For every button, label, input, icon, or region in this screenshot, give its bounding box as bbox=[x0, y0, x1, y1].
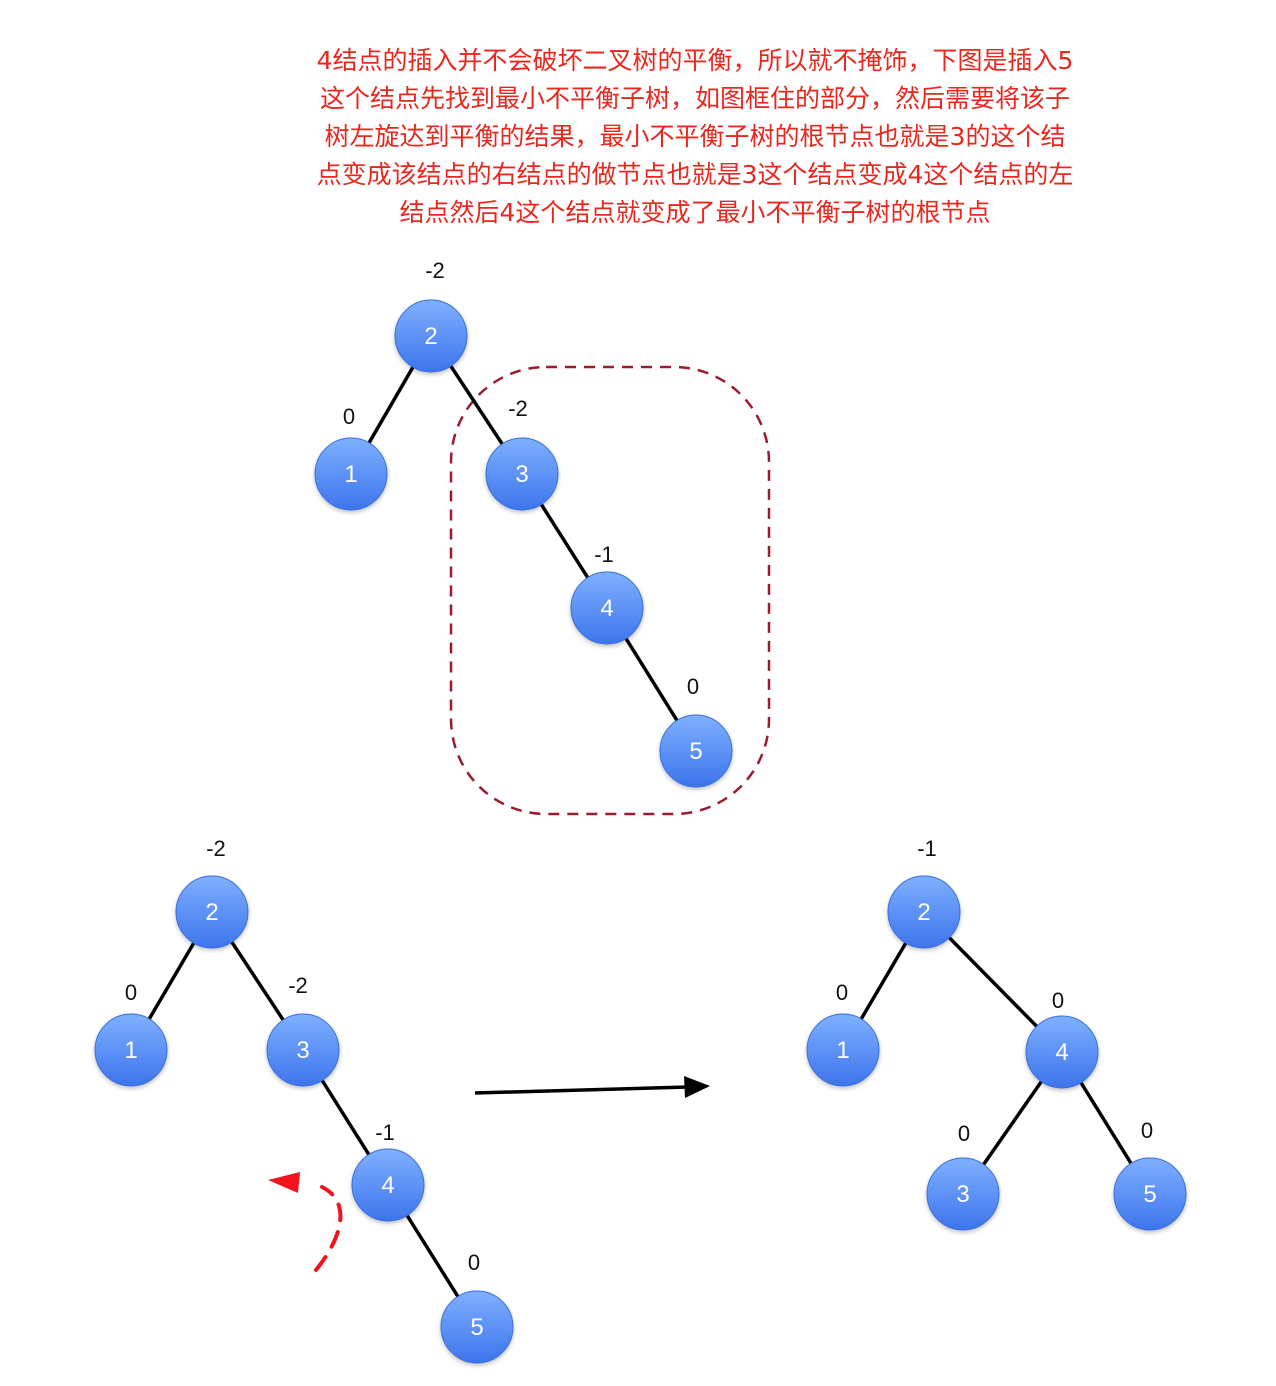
min-unbalanced-subtree-box bbox=[449, 365, 771, 816]
node-label-after-5: 5 bbox=[1143, 1181, 1156, 1208]
node-circle-after-4 bbox=[1025, 1015, 1099, 1089]
node-label-after-2: 2 bbox=[917, 899, 930, 926]
node-top-3: 3 bbox=[485, 437, 559, 511]
node-top-2: 2 bbox=[394, 299, 468, 373]
node-after-1: 1 bbox=[806, 1013, 880, 1087]
balance-factor-top-5: 0 bbox=[687, 674, 699, 699]
caption-line-4: 点变成该结点的右结点的做节点也就是3这个结点变成4这个结点的左 bbox=[316, 160, 1074, 189]
node-before-5: 5 bbox=[440, 1290, 514, 1364]
node-before-2: 2 bbox=[175, 875, 249, 949]
node-label-after-3: 3 bbox=[956, 1181, 969, 1208]
node-before-3: 3 bbox=[266, 1013, 340, 1087]
node-label-after-4: 4 bbox=[1055, 1039, 1068, 1066]
nodes-layer: 2 1 3 4 5 2 1 3 4 5 2 1 4 3 5 bbox=[94, 299, 1187, 1364]
node-label-top-5: 5 bbox=[689, 738, 702, 765]
node-circle-after-5 bbox=[1113, 1157, 1187, 1231]
node-circle-before-5 bbox=[440, 1290, 514, 1364]
caption: 4结点的插入并不会破坏二叉树的平衡，所以就不掩饰，下图是插入5 这个结点先找到最… bbox=[280, 42, 1110, 232]
node-label-before-1: 1 bbox=[124, 1037, 137, 1064]
node-circle-top-1 bbox=[314, 437, 388, 511]
node-label-top-1: 1 bbox=[344, 461, 357, 488]
node-after-4: 4 bbox=[1025, 1015, 1099, 1089]
node-label-before-4: 4 bbox=[381, 1172, 394, 1199]
node-circle-top-5 bbox=[659, 714, 733, 788]
balance-factor-top-3: -2 bbox=[508, 396, 528, 421]
node-top-4: 4 bbox=[570, 571, 644, 645]
node-before-4: 4 bbox=[351, 1148, 425, 1222]
node-top-5: 5 bbox=[659, 714, 733, 788]
node-after-5: 5 bbox=[1113, 1157, 1187, 1231]
caption-line-1: 4结点的插入并不会破坏二叉树的平衡，所以就不掩饰，下图是插入5 bbox=[316, 46, 1074, 75]
node-label-top-3: 3 bbox=[515, 461, 528, 488]
balance-factor-top-2: -2 bbox=[425, 258, 445, 283]
balance-factor-before-3: -2 bbox=[288, 973, 308, 998]
balance-factor-after-3: 0 bbox=[958, 1121, 970, 1146]
node-circle-before-3 bbox=[266, 1013, 340, 1087]
node-label-before-5: 5 bbox=[470, 1314, 483, 1341]
balance-factor-before-2: -2 bbox=[206, 836, 226, 861]
caption-line-2: 这个结点先找到最小不平衡子树，如图框住的部分，然后需要将该子 bbox=[319, 84, 1070, 113]
node-after-3: 3 bbox=[926, 1157, 1000, 1231]
balance-factor-top-4: -1 bbox=[594, 542, 614, 567]
balance-factor-before-5: 0 bbox=[468, 1250, 480, 1275]
node-circle-after-1 bbox=[806, 1013, 880, 1087]
balance-factor-top-1: 0 bbox=[343, 404, 355, 429]
node-circle-top-3 bbox=[485, 437, 559, 511]
node-circle-after-3 bbox=[926, 1157, 1000, 1231]
node-circle-before-4 bbox=[351, 1148, 425, 1222]
node-after-2: 2 bbox=[887, 875, 961, 949]
balance-factor-after-2: -1 bbox=[917, 836, 937, 861]
balance-factor-after-5: 0 bbox=[1141, 1118, 1153, 1143]
node-label-top-4: 4 bbox=[600, 595, 613, 622]
node-label-before-2: 2 bbox=[205, 899, 218, 926]
node-top-1: 1 bbox=[314, 437, 388, 511]
caption-line-3: 树左旋达到平衡的结果，最小不平衡子树的根节点也就是3的这个结 bbox=[324, 122, 1066, 151]
node-before-1: 1 bbox=[94, 1013, 168, 1087]
balance-factor-before-1: 0 bbox=[125, 980, 137, 1005]
node-circle-top-2 bbox=[394, 299, 468, 373]
node-label-top-2: 2 bbox=[424, 323, 437, 350]
node-circle-before-2 bbox=[175, 875, 249, 949]
node-circle-before-1 bbox=[94, 1013, 168, 1087]
node-label-after-1: 1 bbox=[836, 1037, 849, 1064]
left-rotation-arrow bbox=[268, 1172, 343, 1272]
node-circle-after-2 bbox=[887, 875, 961, 949]
balance-factor-after-1: 0 bbox=[836, 980, 848, 1005]
node-circle-top-4 bbox=[570, 571, 644, 645]
balance-factor-before-4: -1 bbox=[375, 1120, 395, 1145]
balance-factor-layer: -2 0 -2 -1 0 -2 0 -2 -1 0 -1 0 0 0 0 bbox=[125, 258, 1153, 1275]
balance-factor-after-4: 0 bbox=[1052, 988, 1064, 1013]
node-label-before-3: 3 bbox=[296, 1037, 309, 1064]
caption-line-5: 结点然后4这个结点就变成了最小不平衡子树的根节点 bbox=[399, 198, 991, 227]
transition-arrow bbox=[474, 1076, 710, 1098]
